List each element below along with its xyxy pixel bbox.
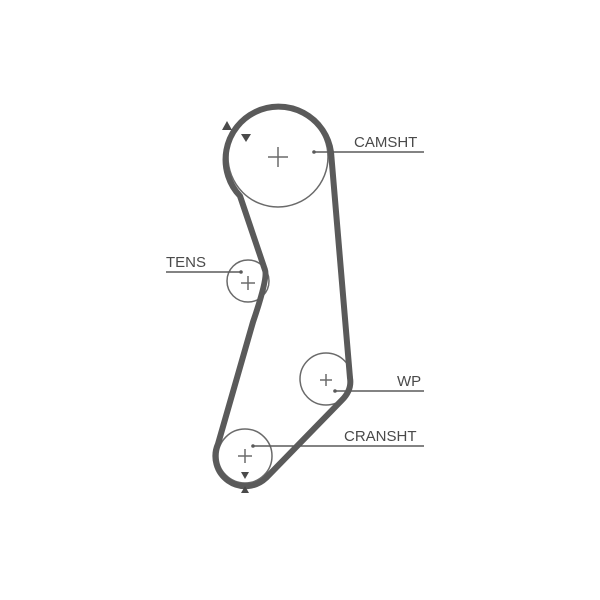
crankshaft-label: CRANSHT xyxy=(344,428,417,445)
camshaft-leader-line xyxy=(312,150,424,154)
camshaft-label: CAMSHT xyxy=(354,134,417,151)
crankshaft-center-cross-icon xyxy=(238,449,252,463)
crankshaft-timing-marks xyxy=(241,472,249,493)
crankshaft-inner-timing-triangle-icon xyxy=(241,472,249,479)
tensioner-center-cross-icon xyxy=(241,276,255,290)
camshaft-center-cross-icon xyxy=(268,147,288,167)
water-pump-leader-line xyxy=(333,389,424,393)
tensioner-pulley xyxy=(226,259,270,303)
crankshaft-outer-timing-triangle-icon xyxy=(241,486,249,493)
tensioner-label: TENS xyxy=(166,254,206,271)
crankshaft-leader-line xyxy=(251,444,424,448)
camshaft-inner-timing-triangle-icon xyxy=(241,134,251,142)
camshaft-timing-marks xyxy=(222,121,251,142)
timing-belt xyxy=(212,103,354,490)
water-pump-label: WP xyxy=(397,373,421,390)
camshaft-outer-timing-triangle-icon xyxy=(222,121,232,130)
tensioner-leader-line xyxy=(166,270,243,274)
water-pump-center-cross-icon xyxy=(320,374,332,386)
